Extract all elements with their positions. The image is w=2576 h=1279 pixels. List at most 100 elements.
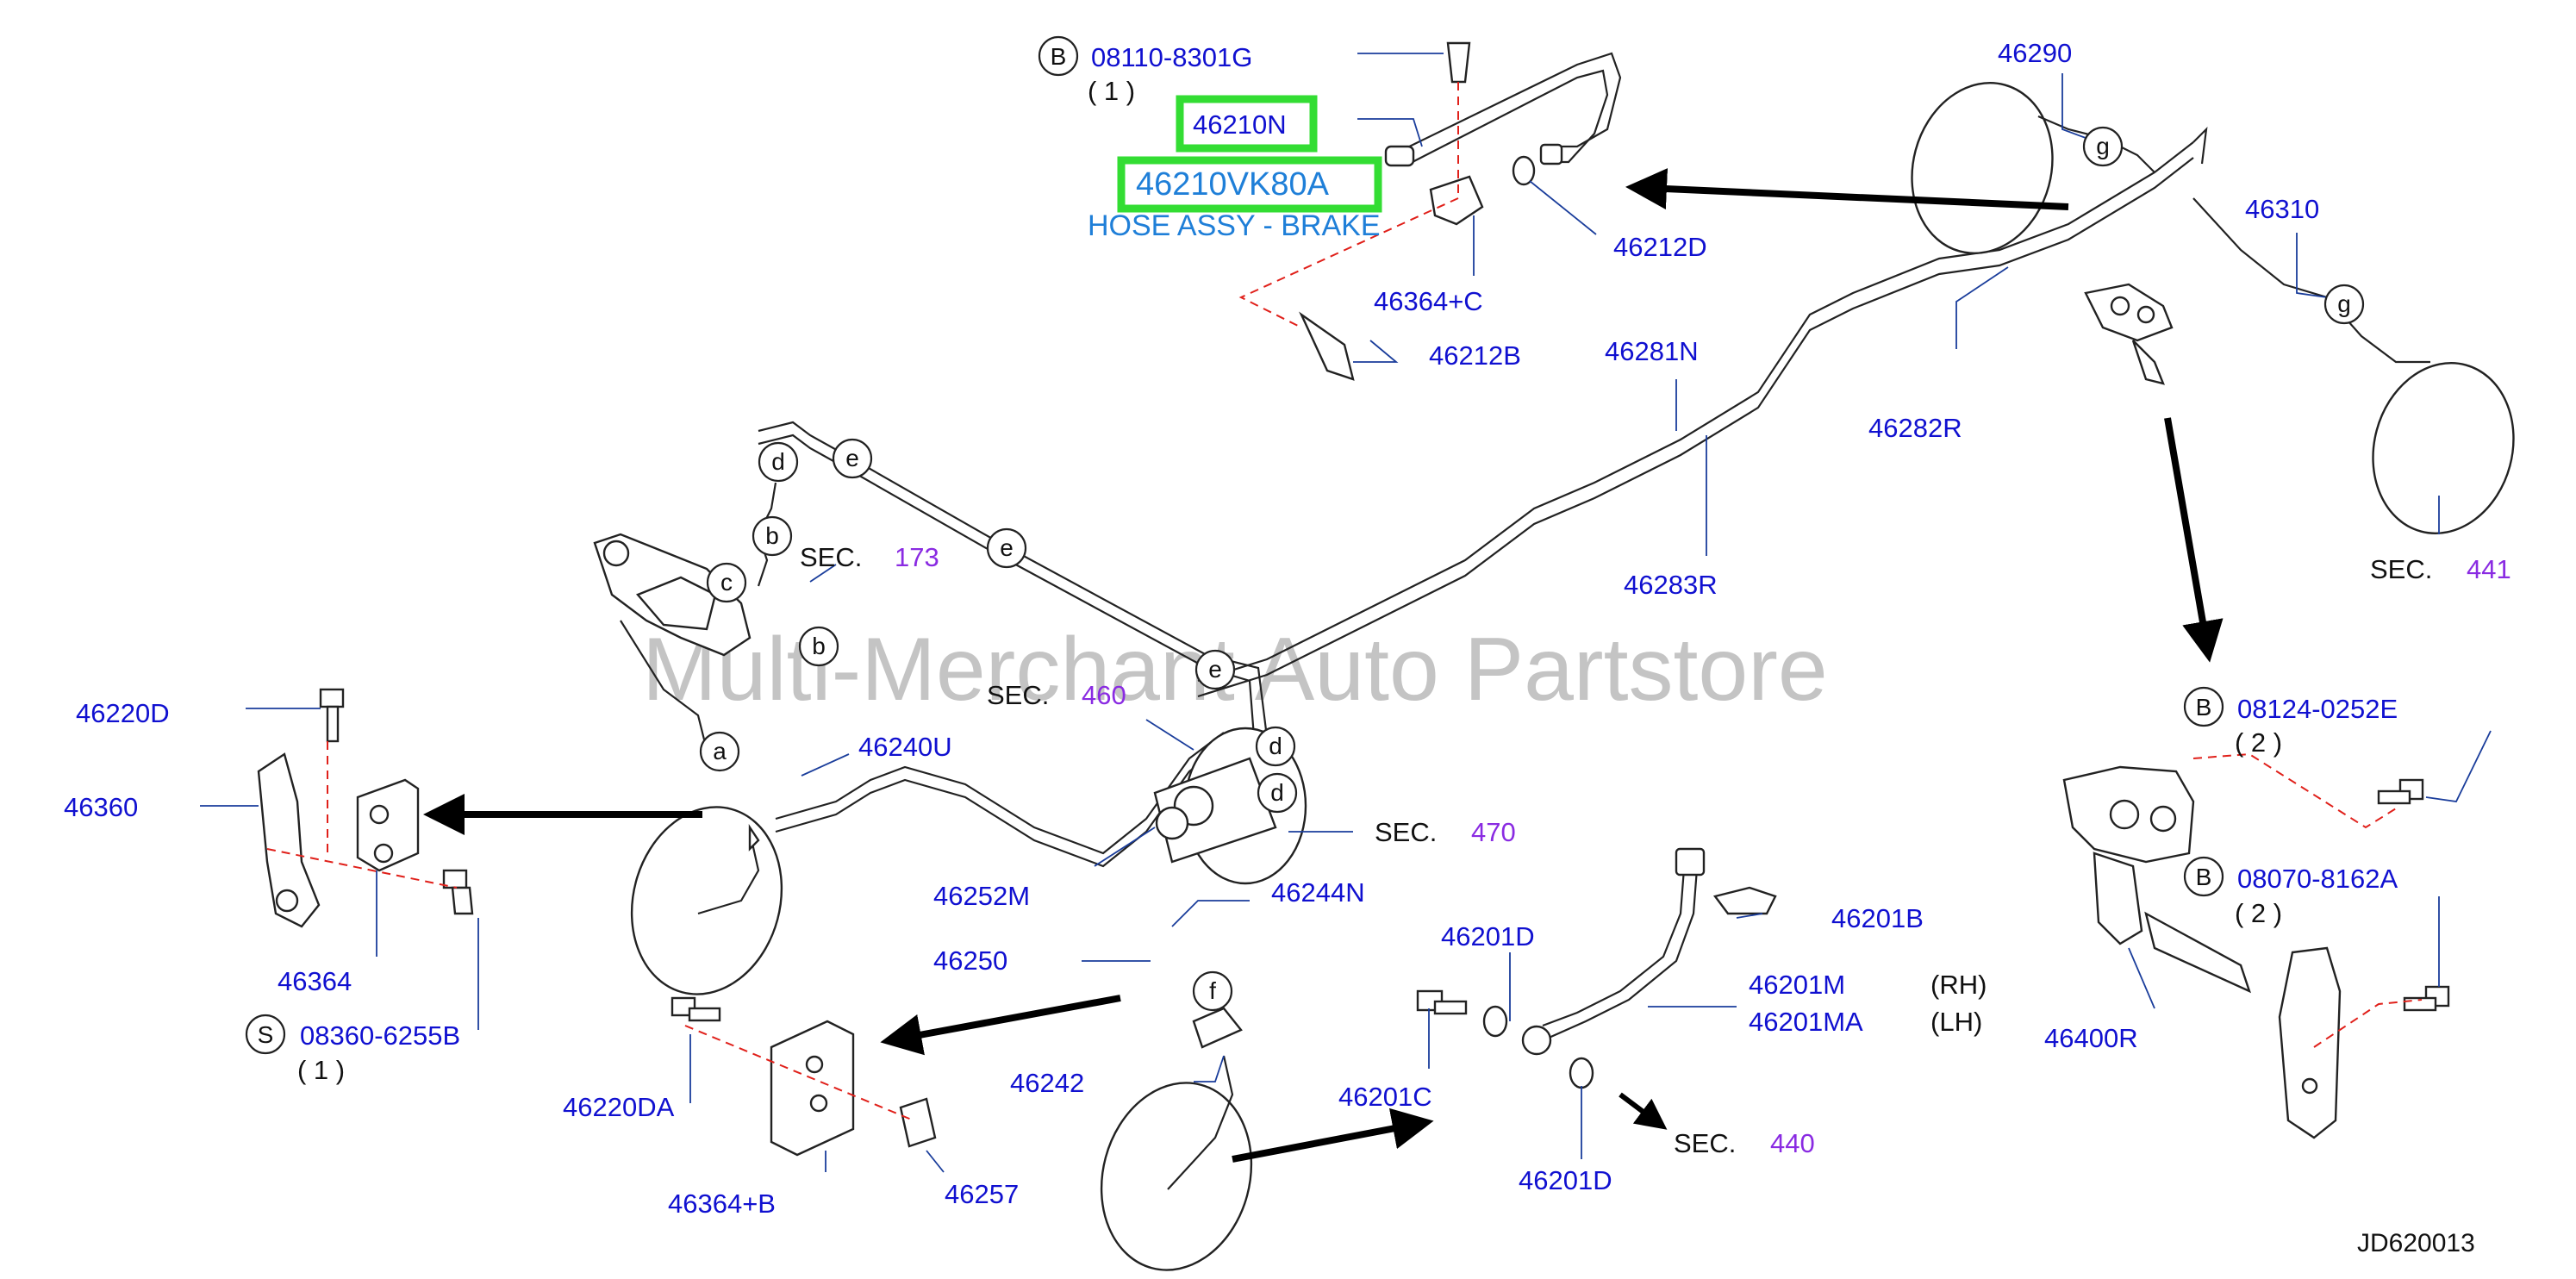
bolt-prefix-circle (1038, 35, 1079, 77)
svg-text:b: b (765, 522, 779, 549)
bolt-prefix-circle (2183, 686, 2224, 727)
sec-word: SEC. (1674, 1128, 1736, 1158)
upper-hose (1299, 41, 1622, 381)
block-46364b (770, 1020, 937, 1157)
front-rotor-bottom (1100, 1007, 1253, 1271)
svg-text:c: c (720, 569, 733, 596)
svg-text:e: e (1208, 656, 1222, 683)
part-label-46201d-bottom[interactable]: 46201D (1519, 1165, 1612, 1195)
part-label-46212d[interactable]: 46212D (1613, 232, 1707, 262)
svg-text:d: d (1269, 733, 1282, 759)
bolt-callout-08360-6255b[interactable]: S 08360-6255B ( 1 ) (245, 1014, 460, 1085)
part-label-46201c[interactable]: 46201C (1338, 1082, 1432, 1112)
part-label-46364b[interactable]: 46364+B (668, 1189, 776, 1219)
rear-brake-pipe (1197, 126, 2208, 698)
part-label-46201m[interactable]: 46201M (1749, 970, 1845, 1000)
part-label-46290[interactable]: 46290 (1998, 38, 2072, 68)
sec-470[interactable]: SEC. 470 (1375, 817, 1516, 847)
part-label-46282r[interactable]: 46282R (1868, 413, 1962, 443)
side-label-lh: (LH) (1930, 1007, 1982, 1037)
bracket-46360 (257, 752, 420, 928)
part-label-46242[interactable]: 46242 (1010, 1068, 1084, 1098)
bolt-callout-08110-8301g[interactable]: B 08110-8301G ( 1 ) (1038, 35, 1252, 106)
sec-number[interactable]: 470 (1471, 817, 1516, 847)
part-46210vk80a-label[interactable]: 46210VK80A (1136, 166, 1330, 203)
svg-text:e: e (845, 445, 859, 471)
bolt-number[interactable]: 08360-6255B (300, 1020, 460, 1051)
bolt-qty: ( 1 ) (297, 1055, 345, 1085)
part-label-46201b[interactable]: 46201B (1831, 903, 1924, 933)
bolt-prefix-circle (245, 1014, 286, 1055)
bolt-qty: ( 2 ) (2235, 898, 2282, 928)
part-label-46212b[interactable]: 46212B (1429, 340, 1521, 371)
leader-lines (200, 53, 2492, 1173)
bolt-number[interactable]: 08070-8162A (2237, 864, 2398, 894)
alignment-dashes (266, 82, 2423, 1121)
part-label-46281n[interactable]: 46281N (1605, 336, 1699, 366)
sec-number[interactable]: 441 (2467, 554, 2511, 584)
part-label-46257[interactable]: 46257 (945, 1179, 1019, 1209)
svg-text:e: e (1000, 534, 1014, 561)
ref-circle-b: b (798, 626, 839, 667)
part-label-46240u[interactable]: 46240U (858, 732, 952, 762)
sec-440[interactable]: SEC. 440 (1674, 1128, 1815, 1158)
bolt-prefix: S (258, 1021, 274, 1048)
svg-text:d: d (771, 448, 785, 475)
highlight-box-46210n (1176, 95, 1318, 153)
ref-circle-d: d (1255, 726, 1296, 767)
svg-text:g: g (2337, 290, 2351, 317)
sec-number[interactable]: 460 (1082, 680, 1126, 710)
part-label-46220d[interactable]: 46220D (76, 698, 170, 728)
part-label-46201ma[interactable]: 46201MA (1749, 1007, 1863, 1037)
svg-text:b: b (812, 633, 826, 659)
highlight-box-46210vk80a (1117, 156, 1382, 213)
bolt-number[interactable]: 08124-0252E (2237, 694, 2398, 724)
part-label-46310[interactable]: 46310 (2245, 194, 2319, 224)
ref-circle-e: e (832, 438, 873, 479)
sec-word: SEC. (2370, 554, 2432, 584)
part-label-46250[interactable]: 46250 (933, 945, 1007, 976)
ref-circle-b: b (752, 515, 793, 557)
part-label-46201d-top[interactable]: 46201D (1441, 921, 1535, 951)
sec-word: SEC. (987, 680, 1049, 710)
bolt-prefix-circle (2183, 856, 2224, 897)
ref-circle-a: a (699, 731, 740, 772)
ref-circle-g: g (2323, 284, 2365, 325)
sec-441[interactable]: SEC. 441 (2370, 554, 2511, 584)
sec-number[interactable]: 440 (1770, 1128, 1815, 1158)
front-rotor-left (630, 806, 783, 995)
part-label-46400r[interactable]: 46400R (2044, 1023, 2138, 1053)
bolt-qty: ( 2 ) (2235, 727, 2282, 758)
reference-letters: a b b c d d d e e e f g g (699, 126, 2365, 1012)
part-46210n-label[interactable]: 46210N (1193, 109, 1287, 140)
part-label-46364[interactable]: 46364 (278, 966, 352, 996)
master-cylinder (1153, 727, 1307, 885)
bolt-callout-08070-8162a[interactable]: B 08070-8162A ( 2 ) (2183, 856, 2398, 928)
load-sensing-valve (2062, 765, 2342, 1139)
rear-disc-right (1911, 82, 2515, 534)
part-label-46220da[interactable]: 46220DA (563, 1092, 675, 1122)
sec-173[interactable]: SEC. 173 (800, 542, 939, 572)
bolt-qty: ( 1 ) (1088, 76, 1135, 106)
bolt-number[interactable]: 08110-8301G (1091, 42, 1252, 72)
sec-number[interactable]: 173 (895, 542, 939, 572)
svg-text:g: g (2096, 133, 2110, 159)
svg-text:f: f (1209, 977, 1216, 1004)
sec-word: SEC. (800, 542, 862, 572)
part-label-46252m[interactable]: 46252M (933, 881, 1030, 911)
svg-text:a: a (713, 738, 727, 764)
ref-circle-c: c (706, 562, 747, 603)
part-labels: 46290 46310 46212D 46364+C 46212B 46281N… (64, 38, 2319, 1219)
sec-word: SEC. (1375, 817, 1437, 847)
ref-circle-g: g (2082, 126, 2124, 167)
part-label-46364c[interactable]: 46364+C (1374, 286, 1483, 316)
side-label-rh: (RH) (1930, 970, 1987, 1000)
bolt-callout-08124-0252e[interactable]: B 08124-0252E ( 2 ) (2183, 686, 2398, 758)
part-label-46244n[interactable]: 46244N (1271, 877, 1365, 908)
bolts (319, 688, 2450, 1022)
sec-460[interactable]: SEC. 460 (987, 680, 1126, 710)
part-label-46283r[interactable]: 46283R (1624, 570, 1718, 600)
part-label-46360[interactable]: 46360 (64, 792, 138, 822)
rear-valve-assembly (2084, 283, 2174, 385)
